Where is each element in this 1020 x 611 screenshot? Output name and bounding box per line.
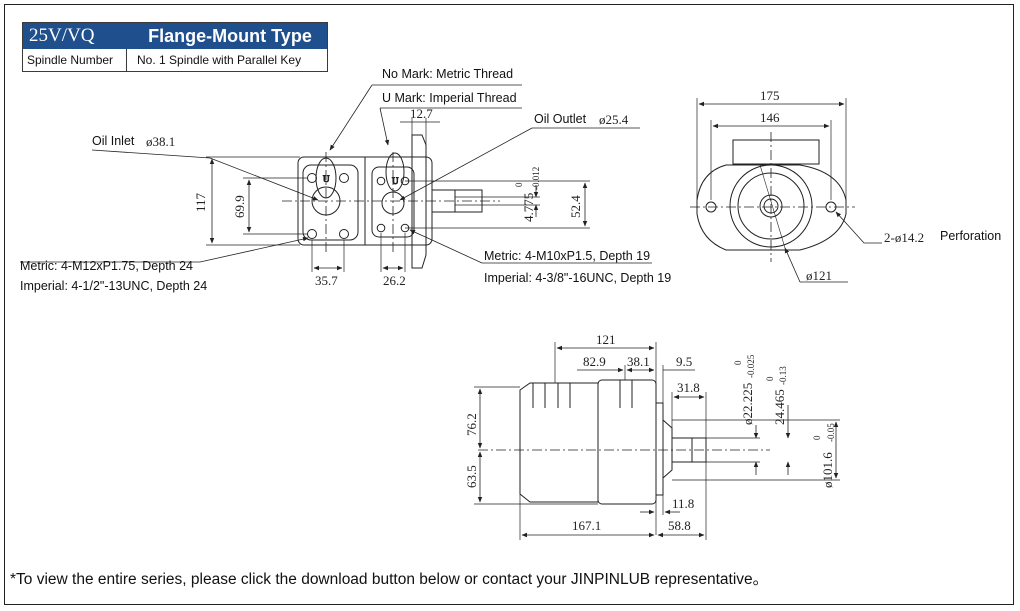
dim-24-465-tol-lo: -0.13 xyxy=(778,366,788,385)
dim-24-465: 24.465 xyxy=(772,389,787,425)
label-inlet-imperial: Imperial: 4-1/2"-13UNC, Depth 24 xyxy=(20,279,207,293)
label-no-mark: No Mark: Metric Thread xyxy=(382,67,513,81)
dim-101-6-tol-hi: 0 xyxy=(812,435,822,440)
dim-11-8: 11.8 xyxy=(672,496,694,511)
dim-63-5: 63.5 xyxy=(464,465,479,488)
cover-outline xyxy=(519,382,599,503)
dim-35-7: 35.7 xyxy=(315,273,338,288)
leader-d121-through xyxy=(759,164,786,249)
dim-22-225: ø22.225 xyxy=(740,383,755,425)
leader-u-mark xyxy=(379,107,390,146)
leader-no-mark xyxy=(329,84,373,151)
title-block-top: 25V/VQ Flange-Mount Type xyxy=(23,23,327,49)
label-u-mark: U Mark: Imperial Thread xyxy=(382,91,517,105)
label-oil-inlet: Oil Inlet xyxy=(92,134,135,148)
leader-outlet-thread xyxy=(409,229,483,264)
dim-26-2: 26.2 xyxy=(383,273,406,288)
dim-101-6: ø101.6 xyxy=(820,452,835,488)
title-block: 25V/VQ Flange-Mount Type Spindle Number … xyxy=(22,22,328,72)
outlet-u-mark-oval xyxy=(385,152,405,192)
dim-9-5: 9.5 xyxy=(676,354,692,369)
dim-22-225-tol-hi: 0 xyxy=(733,360,743,365)
dim-38-1: 38.1 xyxy=(627,354,650,369)
dim-121: 121 xyxy=(596,332,616,347)
inlet-bolt-hole-1 xyxy=(307,173,317,183)
title-block-bottom: Spindle Number No. 1 Spindle with Parall… xyxy=(23,49,327,71)
dim-101-6-tol-lo: -0.05 xyxy=(826,423,836,442)
series-code: 25V/VQ xyxy=(29,25,95,46)
dim-31-8: 31.8 xyxy=(677,380,700,395)
inlet-bolt-hole-4 xyxy=(339,229,349,239)
dim-24-465-tol-hi: 0 xyxy=(765,376,775,381)
label-oil-outlet: Oil Outlet xyxy=(534,112,587,126)
leader-perforation xyxy=(835,211,882,244)
dim-4-775: 4.775 xyxy=(521,193,536,222)
drawing-frame xyxy=(4,4,1014,605)
dim-175: 175 xyxy=(760,88,780,103)
label-outlet-imperial: Imperial: 4-3/8"-16UNC, Depth 19 xyxy=(484,271,671,285)
dim-4-775-tol-hi: 0 xyxy=(514,182,524,187)
leader-inlet-thread xyxy=(20,236,309,263)
footer-note: *To view the entire series, please click… xyxy=(10,571,769,588)
label-oil-outlet-dim: ø25.4 xyxy=(599,112,629,127)
leader-oil-outlet xyxy=(399,127,533,201)
spindle-value: No. 1 Spindle with Parallel Key xyxy=(137,53,302,67)
label-oil-inlet-dim: ø38.1 xyxy=(146,134,175,149)
dim-121-dia: ø121 xyxy=(806,268,832,283)
dim-4-775-tol-lo: -0.012 xyxy=(531,167,541,190)
side-view xyxy=(474,342,840,540)
inlet-u-letter: U xyxy=(323,174,330,184)
outlet-bolt-hole-3 xyxy=(376,223,386,233)
spindle-label: Spindle Number xyxy=(23,49,127,71)
dim-76-2: 76.2 xyxy=(464,413,479,436)
dim-146: 146 xyxy=(760,110,780,125)
inlet-bolt-hole-3 xyxy=(307,229,317,239)
outlet-u-letter: U xyxy=(392,176,399,186)
mount-type: Flange-Mount Type xyxy=(148,26,312,46)
dim-52-4: 52.4 xyxy=(568,195,583,218)
dim-58-8: 58.8 xyxy=(668,518,691,533)
leader-d121 xyxy=(784,247,801,283)
flange-plate xyxy=(655,402,664,496)
leader-oil-inlet xyxy=(91,149,319,201)
label-inlet-metric: Metric: 4-M12xP1.75, Depth 24 xyxy=(20,259,193,273)
label-perforation: Perforation xyxy=(940,229,1001,243)
inlet-port-flange xyxy=(302,164,359,241)
flange-outline xyxy=(696,164,847,251)
flange-top-boss xyxy=(732,139,820,165)
mount-flange-side xyxy=(411,134,427,269)
dim-12-7: 12.7 xyxy=(410,106,433,121)
body-outline xyxy=(597,379,657,505)
flange-view xyxy=(690,98,882,283)
dim-117: 117 xyxy=(193,192,208,212)
outlet-bolt-hole-1 xyxy=(376,176,386,186)
dim-perforation: 2-ø14.2 xyxy=(884,230,924,245)
dim-82-9: 82.9 xyxy=(583,354,606,369)
pilot-side xyxy=(662,418,673,480)
inlet-bolt-hole-2 xyxy=(339,173,349,183)
dim-22-225-tol-lo: -0.025 xyxy=(746,354,756,378)
dim-69-9: 69.9 xyxy=(232,195,247,218)
port-view: U U 117 69.9 12.7 35.7 26.2 xyxy=(20,84,652,288)
label-outlet-metric: Metric: 4-M10xP1.5, Depth 19 xyxy=(484,249,650,263)
dim-167-1: 167.1 xyxy=(572,518,601,533)
